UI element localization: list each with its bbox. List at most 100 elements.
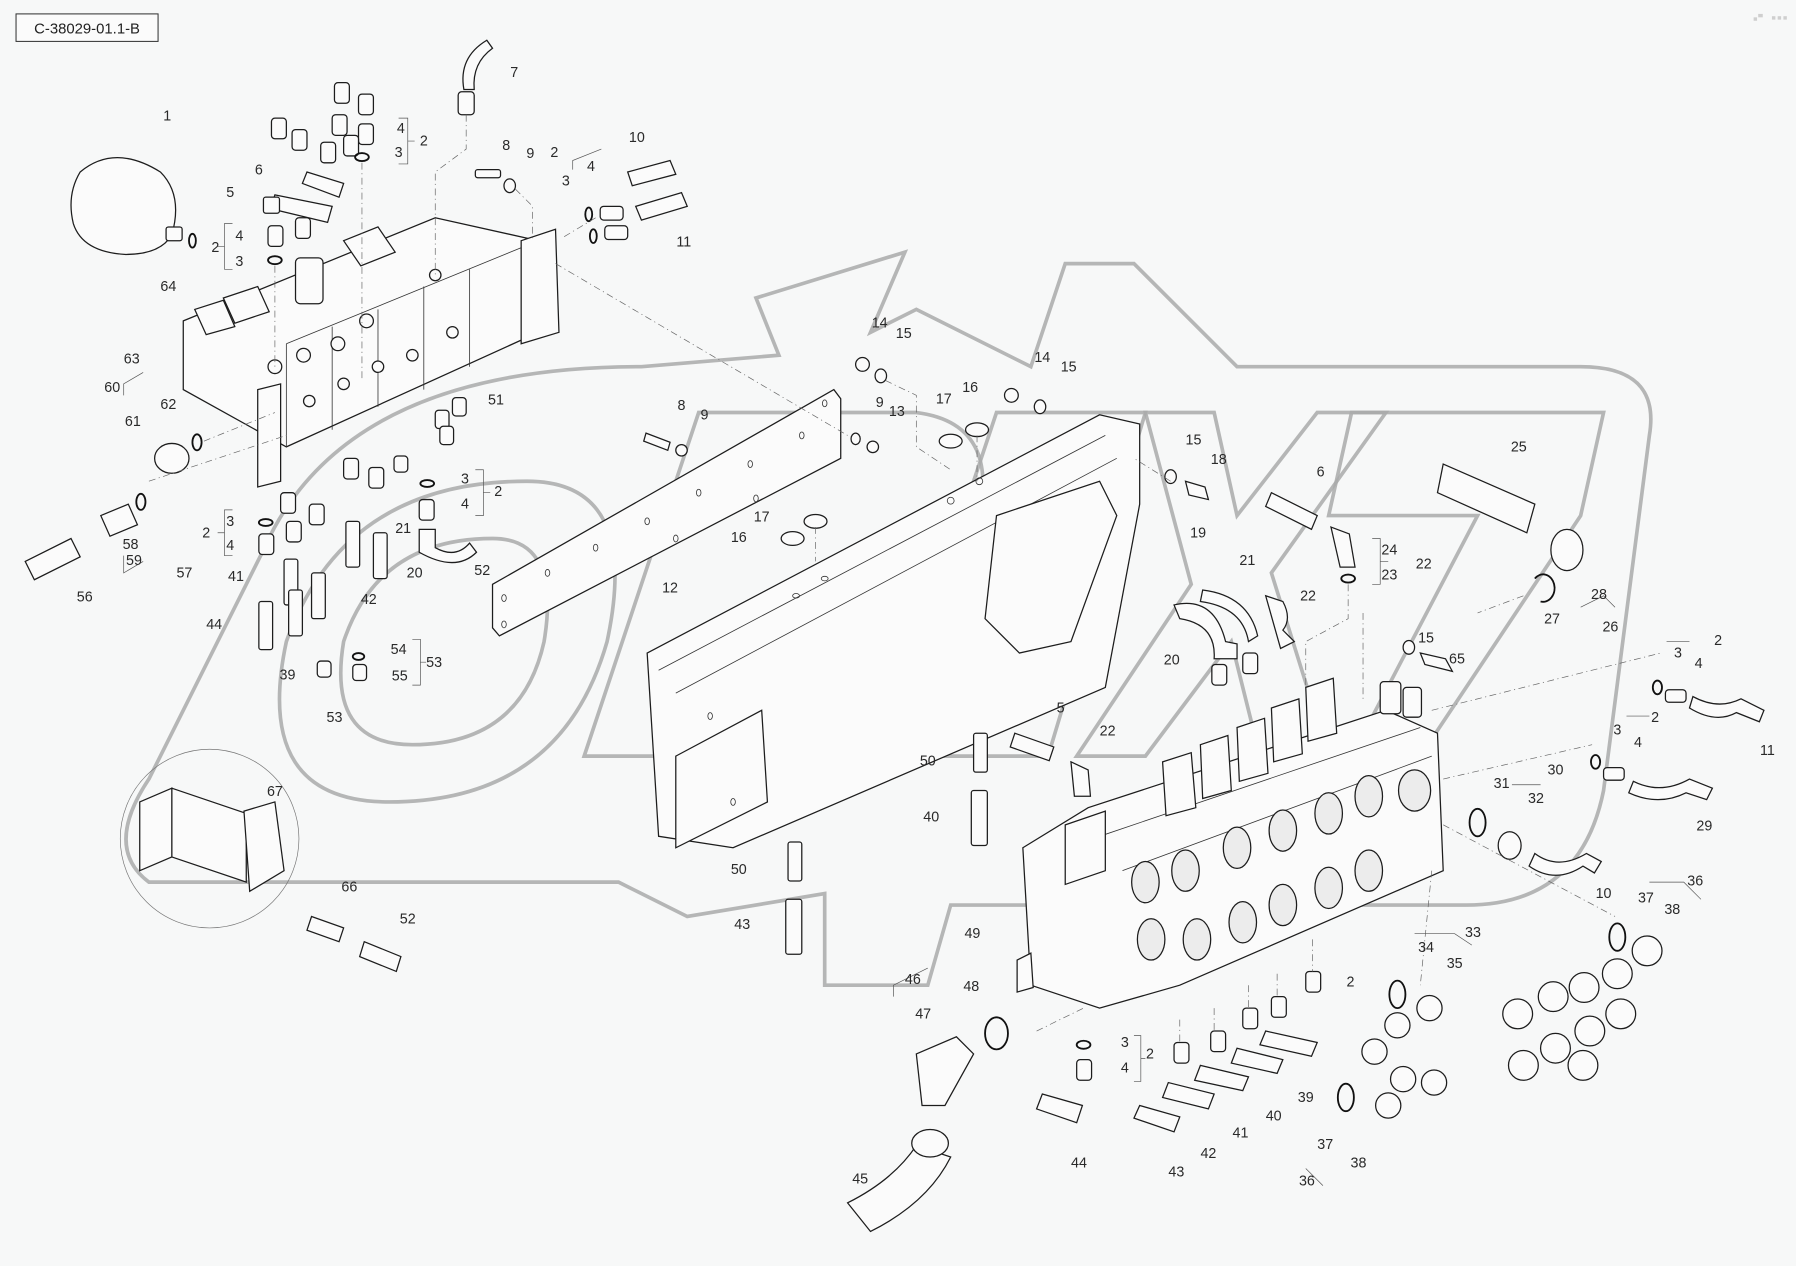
callout-adapter-4: 4 bbox=[1121, 1060, 1129, 1076]
callout-hose-56: 56 bbox=[77, 590, 93, 606]
callout-hose-66: 66 bbox=[341, 879, 357, 895]
callout-o-ring-31: 31 bbox=[1494, 776, 1510, 792]
callout-washer-15: 15 bbox=[1186, 433, 1202, 449]
callout-fitting-kit-2: 2 bbox=[420, 134, 428, 150]
callout-hose-44: 44 bbox=[1071, 1155, 1087, 1171]
callout-hose-41: 41 bbox=[1233, 1126, 1249, 1142]
callout-hose-52: 52 bbox=[474, 563, 490, 579]
callout-plug-kit-33: 33 bbox=[1465, 925, 1481, 941]
leader-lines bbox=[148, 114, 1661, 1043]
callout-bolt-65: 65 bbox=[1449, 651, 1465, 667]
corner-marks bbox=[1753, 13, 1787, 21]
callout-elbow-22: 22 bbox=[1300, 588, 1316, 604]
callout-o-ring-58: 58 bbox=[123, 537, 139, 553]
mounting-plate bbox=[491, 388, 842, 637]
callout-nut-14: 14 bbox=[1034, 350, 1050, 366]
callout-fitting-kit-2: 2 bbox=[211, 240, 219, 256]
callout-fitting-kit-2: 2 bbox=[1346, 974, 1354, 990]
callout-fitting-kit-2: 2 bbox=[494, 484, 502, 500]
callout-o-ring-62: 62 bbox=[160, 397, 176, 413]
callout-o-ring-54: 54 bbox=[391, 642, 407, 658]
drawing-id: C-38029-01.1-B bbox=[34, 21, 140, 37]
callout-hose-40: 40 bbox=[1266, 1108, 1282, 1124]
callout-fitting-kit-28: 28 bbox=[1591, 587, 1607, 603]
callout-hose-44: 44 bbox=[206, 617, 222, 633]
callout-fitting-26: 26 bbox=[1602, 619, 1618, 635]
callout-adapter-4: 4 bbox=[1695, 656, 1703, 672]
callout-hose-10: 10 bbox=[629, 130, 645, 146]
upper-fittings bbox=[262, 39, 689, 266]
plugs-lower-right bbox=[1336, 922, 1663, 1119]
callout-washer-15: 15 bbox=[1061, 359, 1077, 375]
callout-bolt-8: 8 bbox=[502, 138, 510, 154]
callout-washer-15: 15 bbox=[1418, 631, 1434, 647]
callout-hose-41: 41 bbox=[228, 569, 244, 585]
callout-snap-ring-27: 27 bbox=[1544, 611, 1560, 627]
watermark-gear-outline bbox=[124, 249, 1653, 988]
main-frame bbox=[646, 414, 1141, 849]
callout-bracket-19: 19 bbox=[1190, 525, 1206, 541]
callout-o-ring-3: 3 bbox=[1121, 1035, 1129, 1051]
callout-washer-9: 9 bbox=[876, 395, 884, 411]
callout-bolt-18: 18 bbox=[1211, 452, 1227, 468]
callout-hose-39: 39 bbox=[1298, 1090, 1314, 1106]
callout-nut-13: 13 bbox=[889, 404, 905, 420]
callout-hose-43: 43 bbox=[1168, 1164, 1184, 1180]
callout-elbow-kit-22: 22 bbox=[1416, 556, 1432, 572]
callout-hose-21: 21 bbox=[395, 521, 411, 537]
fasteners-middle bbox=[642, 356, 1210, 547]
callout-adapter-kit-30: 30 bbox=[1548, 762, 1564, 778]
callout-hose-25: 25 bbox=[1511, 439, 1527, 455]
callout-accumulator-1: 1 bbox=[163, 108, 171, 124]
callout-hose-6: 6 bbox=[1317, 465, 1325, 481]
callout-o-ring-37: 37 bbox=[1317, 1137, 1333, 1153]
callout-fitting-kit-2: 2 bbox=[550, 145, 558, 161]
callout-adapter-4: 4 bbox=[226, 538, 234, 554]
callout-plug-63: 63 bbox=[124, 351, 140, 367]
callout-plug-kit-36: 36 bbox=[1687, 874, 1703, 890]
callout-adapter-4: 4 bbox=[461, 497, 469, 513]
callout-plug-53: 53 bbox=[327, 710, 343, 726]
callout-grommet-17: 17 bbox=[936, 391, 952, 407]
callout-o-ring-3: 3 bbox=[395, 145, 403, 161]
callout-bolt-8: 8 bbox=[678, 398, 686, 414]
callout-hose-6: 6 bbox=[255, 162, 263, 178]
callout-hose-11: 11 bbox=[1760, 743, 1775, 759]
callout-o-ring-64: 64 bbox=[160, 279, 176, 295]
upper-valve-block bbox=[182, 217, 560, 488]
callout-fitting-kit-2: 2 bbox=[1651, 710, 1659, 726]
callout-plug-61: 61 bbox=[125, 414, 141, 430]
callout-grommet-17: 17 bbox=[754, 509, 770, 525]
callout-plug-35: 35 bbox=[1447, 956, 1463, 972]
callout-plug-38: 38 bbox=[1664, 902, 1680, 918]
left-fittings bbox=[24, 396, 478, 682]
right-fittings bbox=[1173, 463, 1765, 876]
callout-elbow-22: 22 bbox=[1100, 724, 1116, 740]
callout-switch-67: 67 bbox=[267, 784, 283, 800]
watermark-letter-o bbox=[277, 479, 617, 804]
callout-plug-kit-60: 60 bbox=[104, 380, 120, 396]
callout-o-ring-3: 3 bbox=[461, 472, 469, 488]
switch-inset bbox=[119, 748, 300, 929]
callout-hose-5: 5 bbox=[1057, 701, 1065, 717]
callout-o-ring-37: 37 bbox=[1638, 891, 1654, 907]
callout-washer-9: 9 bbox=[700, 407, 708, 423]
callout-elbow-47: 47 bbox=[915, 1006, 931, 1022]
callout-o-ring-3: 3 bbox=[235, 254, 243, 270]
callout-o-ring-3: 3 bbox=[226, 514, 234, 530]
callout-adapter-4: 4 bbox=[235, 229, 243, 245]
callout-hose-45: 45 bbox=[852, 1171, 868, 1187]
callout-brackets bbox=[123, 117, 1702, 1186]
callout-hose-11: 11 bbox=[676, 234, 691, 250]
callout-elbow-kit-46: 46 bbox=[905, 972, 921, 988]
callout-adapter-kit-57: 57 bbox=[176, 565, 192, 581]
callout-hose-20: 20 bbox=[407, 565, 423, 581]
callout-plate-12: 12 bbox=[662, 580, 678, 596]
callout-adapter-59: 59 bbox=[126, 553, 142, 569]
watermark bbox=[124, 249, 1653, 988]
callout-nut-14: 14 bbox=[872, 316, 888, 332]
callout-fitting-kit-2: 2 bbox=[1714, 633, 1722, 649]
callout-hose-20: 20 bbox=[1164, 652, 1180, 668]
